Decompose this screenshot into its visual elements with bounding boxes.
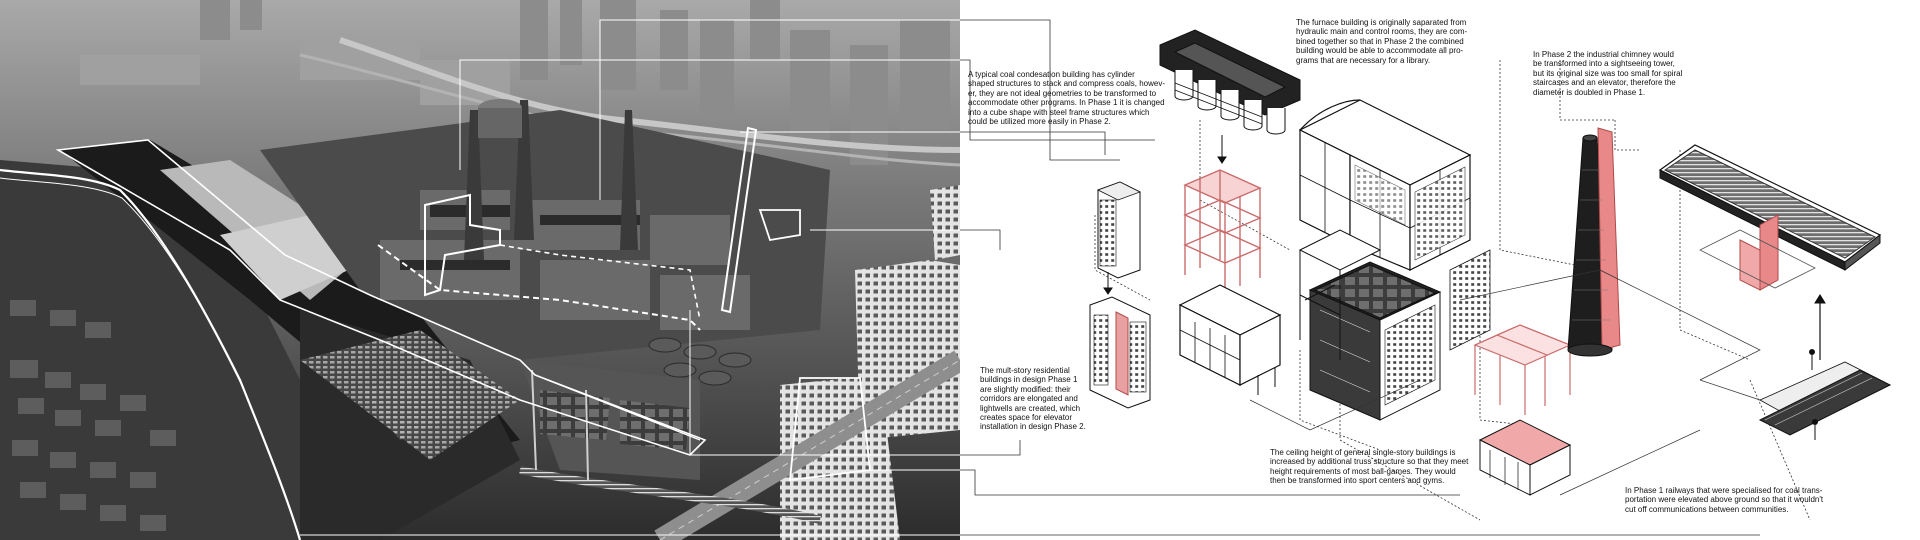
truss-structure [1473,324,1572,415]
chimney-tower [1567,127,1621,357]
cube-building [1178,284,1282,395]
note-railways: In Phase 1 railways that were specialise… [1625,486,1824,514]
residential-modified [1089,296,1151,409]
distant-skyline [200,0,950,165]
ground-plane-lines [1249,269,1761,496]
note-coal-condensation: A typical coal condesation building has … [968,70,1165,127]
elevated-railway [1658,144,1882,360]
coal-condensation-original [1159,29,1301,164]
open-frame-building [1298,229,1382,360]
transmission-poles [531,369,589,481]
pink-roof-building [1478,419,1572,496]
note-chimney: In Phase 2 the industrial chimney would … [1533,50,1683,97]
single-story-transformed [1308,249,1491,421]
aerial-photo [0,0,960,540]
ground-railway [1758,349,1892,440]
furnace-building-library [1298,99,1472,271]
note-single-story: The ceiling height of general single-sto… [1270,448,1469,486]
overlay-annotations [0,19,960,540]
diagram-leader-lines [960,19,1760,536]
diagram-group [960,19,1892,536]
note-residential: The mult-story residential buildings in … [980,366,1086,432]
residential-original [1096,181,1142,295]
storage-tanks [648,337,752,386]
low-rise-houses [10,300,176,531]
note-furnace-building: The furnace building is originally sapar… [1296,18,1468,65]
steel-frame-structure [1183,169,1262,293]
